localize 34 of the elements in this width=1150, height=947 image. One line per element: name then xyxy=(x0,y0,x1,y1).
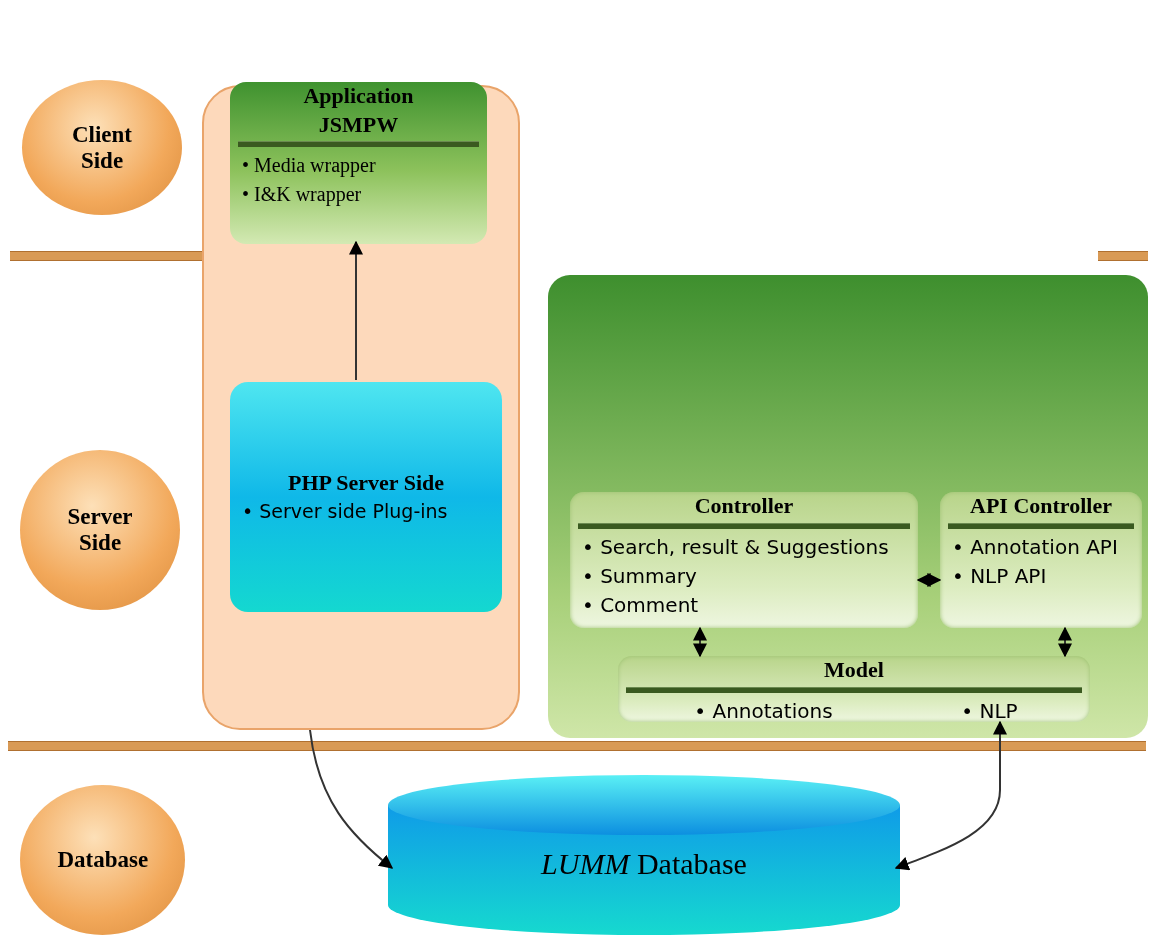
arrow xyxy=(916,573,942,587)
bullet-item: • NLP xyxy=(961,697,1018,725)
bullet-item: • Summary xyxy=(582,562,698,590)
layer-label: Database xyxy=(57,847,148,873)
component-title: API Controller xyxy=(969,492,1113,520)
bullet-item: • Media wrapper xyxy=(242,153,377,179)
bullet-item: • Comment xyxy=(582,591,700,619)
bullet-item: • Server side Plug-ins xyxy=(242,498,449,524)
component-box xyxy=(940,492,1142,628)
component-title: PHP Server Side xyxy=(287,468,445,497)
arrow xyxy=(693,626,707,658)
container-panel xyxy=(202,85,520,730)
component-title: Model xyxy=(823,656,885,684)
bullet-item: • I&K wrapper xyxy=(242,182,363,208)
layer-label: Client Side xyxy=(70,121,134,174)
database-cylinder xyxy=(388,775,900,935)
component-title: Controller xyxy=(693,492,795,520)
component-box xyxy=(618,656,1090,722)
bullet-item: • Annotations xyxy=(694,697,833,725)
layer-label: Server Side xyxy=(66,504,134,556)
arrow xyxy=(309,729,394,869)
component-box xyxy=(230,382,502,612)
arrow xyxy=(894,720,1007,871)
database-label: LUMM Database xyxy=(539,847,748,881)
bullet-item: • NLP API xyxy=(952,562,1048,590)
container-panel xyxy=(548,275,1148,738)
bullet-item: • Search, result & Suggestions xyxy=(582,533,890,561)
arrow xyxy=(349,240,363,381)
component-title: Application xyxy=(302,82,415,110)
component-box xyxy=(230,82,487,244)
bullet-item: • Annotation API xyxy=(952,533,1119,561)
component-title: JSMPW xyxy=(317,110,400,139)
component-box xyxy=(570,492,918,628)
arrow xyxy=(1058,626,1072,658)
